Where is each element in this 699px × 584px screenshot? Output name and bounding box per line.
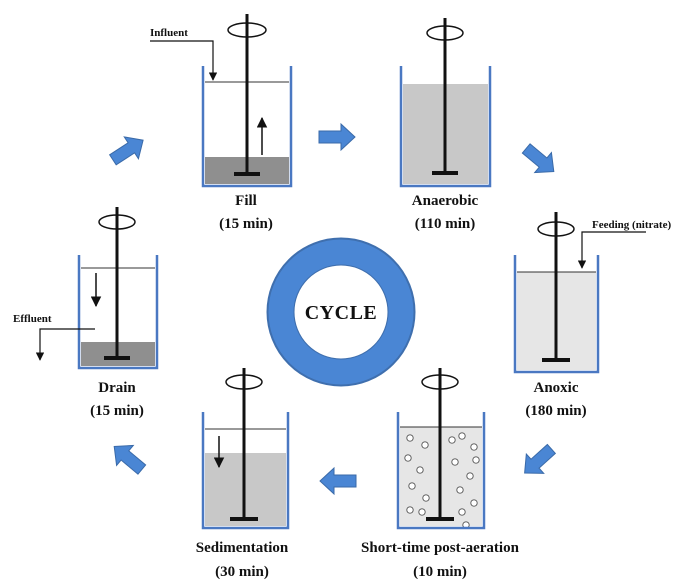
influent-label: Influent — [150, 27, 188, 39]
rotation-icon — [98, 214, 136, 230]
cycle-flow-arrows — [108, 122, 557, 496]
air-bubble — [416, 466, 424, 474]
rotation-icon — [537, 221, 575, 237]
stage-name-anoxic: Anoxic — [534, 380, 579, 396]
rotation-icon — [225, 374, 263, 390]
air-bubbles — [404, 432, 480, 529]
air-bubble — [458, 508, 466, 516]
stage-duration-aeration: (10 min) — [413, 564, 467, 580]
tank-aeration — [396, 368, 486, 530]
air-bubble — [470, 443, 478, 451]
cycle-ring — [266, 237, 416, 387]
rotation-icon — [227, 22, 267, 38]
air-bubble — [466, 472, 474, 480]
air-bubble — [406, 506, 414, 514]
air-bubble — [418, 508, 426, 516]
flow-arrow-drain-to-fill — [108, 136, 144, 166]
tank-drain — [35, 207, 159, 370]
feeding-label: Feeding (nitrate) — [592, 219, 671, 231]
air-bubble — [472, 456, 480, 464]
air-bubble — [421, 441, 429, 449]
air-bubble — [451, 458, 459, 466]
stage-name-sedimentation: Sedimentation — [196, 540, 289, 556]
stage-duration-sedimentation: (30 min) — [215, 564, 269, 580]
effluent-arrow — [35, 328, 95, 361]
stage-name-fill: Fill — [235, 193, 257, 209]
stage-duration-fill: (15 min) — [219, 216, 273, 232]
tank-anoxic — [513, 212, 646, 374]
air-bubble — [422, 494, 430, 502]
cycle-label: CYCLE — [305, 302, 378, 324]
stage-name-aeration: Short-time post-aeration — [361, 540, 520, 556]
stage-duration-anoxic: (180 min) — [525, 403, 586, 419]
air-bubble — [448, 436, 456, 444]
air-bubble — [470, 499, 478, 507]
tank-anaerobic — [399, 18, 492, 188]
flow-arrow-anaerobic-to-anoxic — [521, 143, 555, 174]
effluent-label: Effluent — [13, 313, 52, 325]
air-bubble — [404, 454, 412, 462]
air-bubble — [406, 434, 414, 442]
flow-arrow-fill-to-anaerobic — [318, 122, 356, 152]
flow-arrow-sedimentation-to-drain — [113, 444, 147, 475]
rotation-icon — [421, 374, 459, 390]
air-bubble — [458, 432, 466, 440]
stage-duration-anaerobic: (110 min) — [415, 216, 475, 232]
feeding-arrow — [577, 231, 646, 269]
stage-name-drain: Drain — [98, 380, 136, 396]
stage-duration-drain: (15 min) — [90, 403, 144, 419]
tank-sedimentation — [201, 368, 290, 530]
air-bubble — [408, 482, 416, 490]
rotation-icon — [426, 25, 464, 41]
influent-arrow — [150, 40, 218, 81]
tank-fill — [150, 14, 293, 188]
stage-name-anaerobic: Anaerobic — [412, 193, 479, 209]
flow-arrow-anoxic-to-aeration — [524, 443, 557, 474]
flow-arrow-aeration-to-sedimentation — [319, 466, 357, 496]
air-bubble — [456, 486, 464, 494]
